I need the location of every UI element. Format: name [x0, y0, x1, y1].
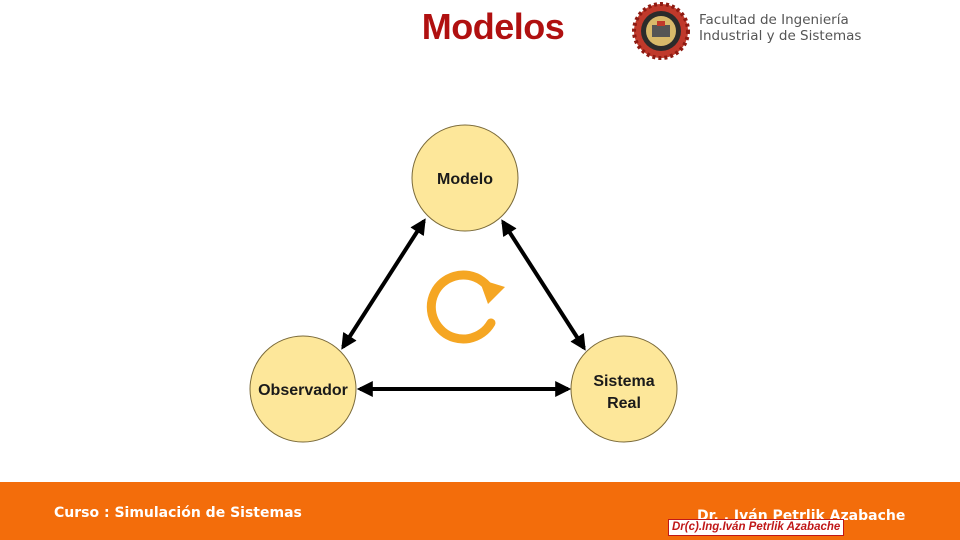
refresh-cycle-icon: [426, 270, 505, 344]
author-stamp: Dr(c).Ing.Iván Petrlik Azabache: [668, 519, 845, 536]
course-name: Curso : Simulación de Sistemas: [54, 505, 302, 521]
node-label-observador: Observador: [258, 382, 348, 399]
node-modelo: Modelo: [411, 124, 519, 232]
arrow-modelo-sistema-real: [501, 219, 586, 351]
node-observador: Observador: [249, 335, 357, 443]
slide-title: Modelos: [421, 6, 565, 47]
faculty-line-2: Industrial y de Sistemas: [699, 28, 862, 44]
node-label-real: Real: [607, 395, 641, 412]
university-seal-icon: [632, 2, 690, 60]
models-diagram: Modelo Observador Sistema Real: [249, 124, 678, 443]
node-label-modelo: Modelo: [437, 171, 493, 188]
faculty-name: Facultad de Ingeniería Industrial y de S…: [699, 12, 861, 44]
arrow-observador-modelo: [341, 218, 426, 350]
footer-bar: Curso : Simulación de Sistemas Dr. . Ivá…: [0, 482, 960, 540]
faculty-line-1: Facultad de Ingeniería: [699, 12, 849, 28]
node-label-sistema: Sistema: [593, 373, 654, 390]
node-sistema-real: Sistema Real: [570, 335, 678, 443]
